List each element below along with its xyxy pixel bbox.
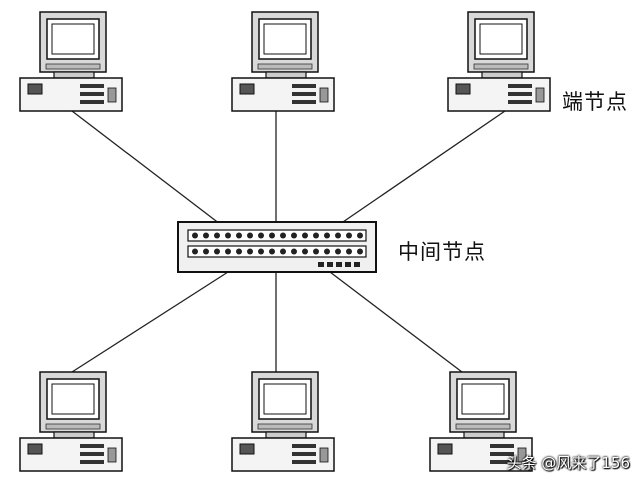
connection-lines (71, 110, 506, 373)
connection-line (329, 271, 463, 373)
connection-line (71, 271, 229, 373)
computers-layer (19, 11, 551, 472)
computer-top-left-icon (19, 11, 123, 112)
network-switch-icon (177, 221, 377, 273)
connection-line (339, 110, 506, 225)
watermark: 头条 @风来了156 (506, 454, 630, 472)
computer-bottom-right-icon (429, 371, 533, 472)
hub-layer (177, 221, 377, 273)
computer-top-center-icon (231, 11, 335, 112)
end-node-label: 端节点 (562, 90, 628, 114)
connection-line (71, 110, 221, 225)
middle-node-label: 中间节点 (398, 240, 486, 264)
computer-bottom-center-icon (231, 371, 335, 472)
computer-top-right-icon (447, 11, 551, 112)
computer-bottom-left-icon (19, 371, 123, 472)
